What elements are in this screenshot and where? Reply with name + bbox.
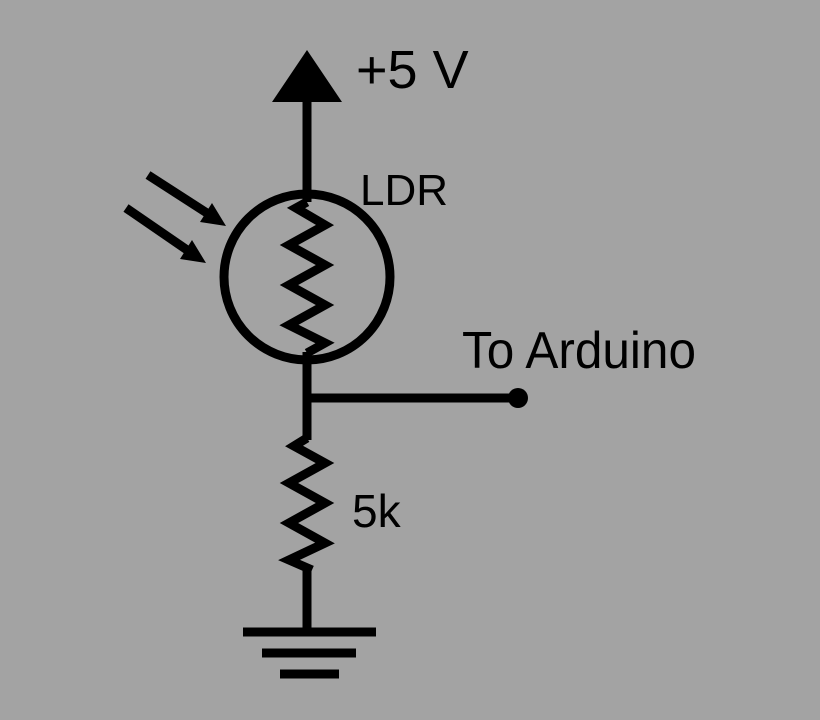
up-arrow-icon bbox=[272, 50, 342, 102]
fixed-resistor bbox=[278, 434, 335, 575]
ground-symbol-icon bbox=[243, 627, 376, 679]
output-terminal bbox=[508, 388, 528, 408]
ldr-resistor-element bbox=[279, 198, 335, 357]
output-label: To Arduino bbox=[462, 322, 696, 380]
light-rays-icon bbox=[123, 171, 226, 263]
supply-label: +5 V bbox=[356, 40, 469, 100]
ldr-label: LDR bbox=[360, 166, 448, 215]
resistor-label: 5k bbox=[352, 485, 402, 537]
